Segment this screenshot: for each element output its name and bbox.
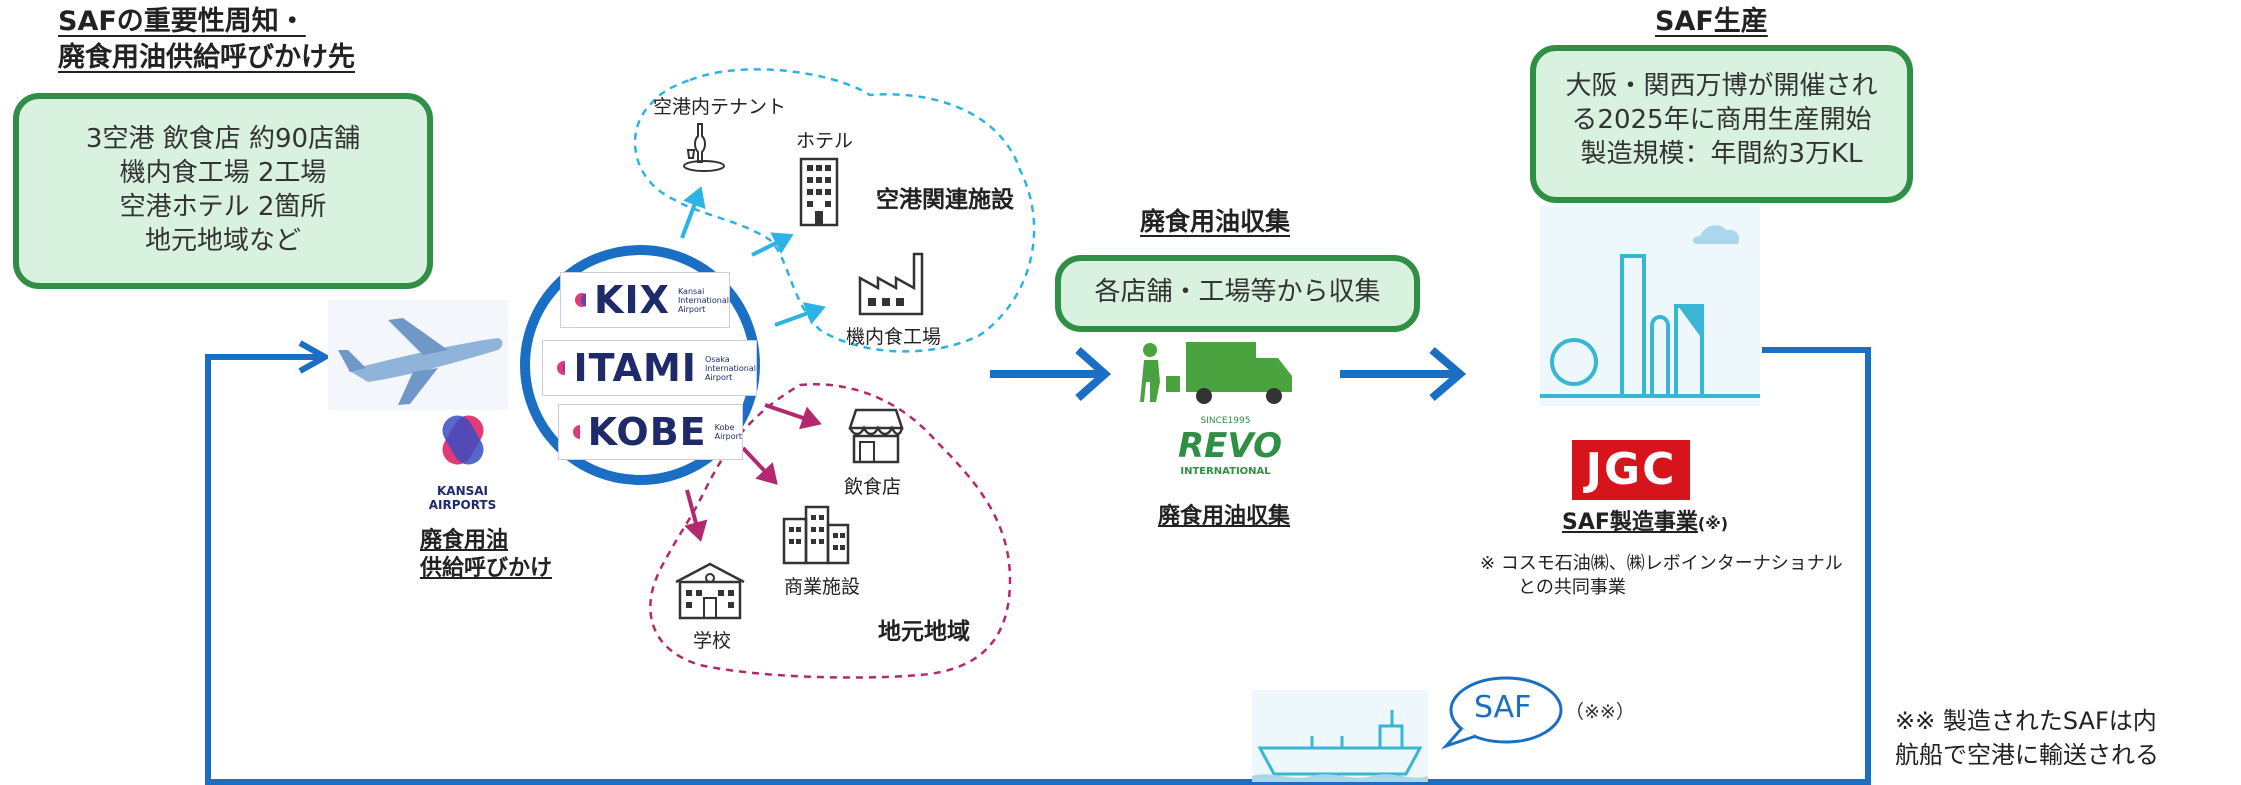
target-line-1: 3空港 飲食店 約90店舗 xyxy=(85,124,361,154)
label-local-area: 地元地域 xyxy=(878,619,970,645)
production-caption-text: SAF製造事業 xyxy=(1562,510,1698,535)
revo-logo-international: INTERNATIONAL xyxy=(1180,466,1271,477)
label-restaurant: 飲食店 xyxy=(844,476,902,498)
production-note-line2: との共同事業 xyxy=(1518,577,1626,598)
saf-speech-bubble xyxy=(1441,676,1563,750)
airport-pill-kix: KIX Kansai International Airport xyxy=(560,272,730,328)
revo-logo-since: SINCE1995 xyxy=(1200,416,1251,426)
collection-truck-icon xyxy=(1140,342,1292,404)
kansai-caption: 廃食用油 供給呼びかけ xyxy=(420,527,552,583)
label-hotel: ホテル xyxy=(796,130,854,152)
collection-box-text: 各店舗・工場等から収集 xyxy=(1094,277,1381,307)
airport-sub-itami: Osaka International Airport xyxy=(704,354,756,382)
airport-sub-kix: Kansai International Airport xyxy=(677,286,729,314)
itami-mark-icon xyxy=(557,361,566,375)
kansai-airports-logo: KANSAI AIRPORTS xyxy=(410,410,515,518)
label-airport-tenant: 空港内テナント xyxy=(653,96,787,118)
saf-bubble-text: SAF xyxy=(1474,690,1532,725)
production-line-1: 大阪・関西万博が開催され xyxy=(1565,71,1878,101)
airport-name-kobe: KOBE xyxy=(587,410,707,454)
kobe-mark-icon xyxy=(573,425,580,439)
kansai-logo-mark xyxy=(442,415,483,465)
kansai-logo-text: KANSAI AIRPORTS xyxy=(428,484,497,512)
refinery-plant-icon xyxy=(1540,206,1760,406)
left-heading-line1: SAFの重要性周知・ xyxy=(58,6,306,37)
hotel-building-icon xyxy=(799,157,839,227)
factory-icon xyxy=(858,252,924,316)
shipping-mark: （※※） xyxy=(1565,701,1635,723)
label-commercial-facility: 商業施設 xyxy=(784,576,861,598)
production-line-2: る2025年に商用生産開始 xyxy=(1571,105,1872,135)
label-school: 学校 xyxy=(693,630,732,652)
shipping-note-line1: ※※ 製造されたSAFは内 xyxy=(1895,707,2157,735)
label-inflight-kitchen: 機内食工場 xyxy=(846,326,942,348)
airport-pill-itami: ITAMI Osaka International Airport xyxy=(542,340,757,396)
airplane-icon xyxy=(328,300,508,410)
kansai-caption-line2: 供給呼びかけ xyxy=(420,556,553,581)
production-heading: SAF生産 xyxy=(1655,6,1768,37)
target-line-4: 地元地域など xyxy=(144,226,301,256)
kix-mark-icon xyxy=(575,293,587,307)
production-note: ※ コスモ石油㈱、㈱レボインターナショナル との共同事業 xyxy=(1480,552,1843,600)
left-heading: SAFの重要性周知・ 廃食用油供給呼びかけ先 xyxy=(58,4,355,76)
restaurant-storefront-icon xyxy=(848,408,904,464)
jgc-logo: JGC xyxy=(1572,440,1690,500)
kansai-caption-line1: 廃食用油 xyxy=(420,528,509,553)
tanker-ship-icon xyxy=(1252,690,1428,782)
school-icon xyxy=(675,562,745,620)
production-caption-mark: (※) xyxy=(1697,514,1729,533)
target-line-3: 空港ホテル 2箇所 xyxy=(119,192,327,222)
production-caption: SAF製造事業(※) xyxy=(1562,504,1728,536)
airport-sub-kobe: Kobe Airport xyxy=(714,423,743,441)
revo-logo: SINCE1995 REVO INTERNATIONAL xyxy=(1178,416,1283,498)
shipping-note-line2: 航船で空港に輸送される xyxy=(1895,741,2159,769)
local-area-cloud xyxy=(649,383,1012,679)
airport-facilities-cloud xyxy=(633,68,1036,353)
tenant-dining-icon xyxy=(683,123,725,172)
return-loop-line xyxy=(205,347,1871,785)
collection-heading: 廃食用油収集 xyxy=(1140,207,1291,236)
target-summary-box: 3空港 飲食店 約90店舗 機内食工場 2工場 空港ホテル 2箇所 地元地域など xyxy=(13,93,433,289)
collection-caption: 廃食用油収集 xyxy=(1158,504,1291,529)
airport-name-itami: ITAMI xyxy=(573,346,697,390)
return-arrowhead xyxy=(298,340,332,374)
shipping-note: ※※ 製造されたSAFは内 航船で空港に輸送される xyxy=(1895,704,2159,772)
left-heading-line2: 廃食用油供給呼びかけ先 xyxy=(58,42,355,73)
collection-box: 各店舗・工場等から収集 xyxy=(1055,255,1420,332)
production-line-3: 製造規模：年間約3万KL xyxy=(1580,139,1863,169)
revo-logo-name: REVO xyxy=(1178,426,1283,466)
commercial-buildings-icon xyxy=(782,505,850,565)
airport-pill-kobe: KOBE Kobe Airport xyxy=(558,404,743,460)
label-airport-facilities: 空港関連施設 xyxy=(876,187,1014,213)
airport-name-kix: KIX xyxy=(594,278,670,322)
production-note-line1: ※ コスモ石油㈱、㈱レボインターナショナル xyxy=(1480,553,1843,574)
target-line-2: 機内食工場 2工場 xyxy=(119,158,327,188)
production-box: 大阪・関西万博が開催され る2025年に商用生産開始 製造規模：年間約3万KL xyxy=(1530,45,1913,203)
